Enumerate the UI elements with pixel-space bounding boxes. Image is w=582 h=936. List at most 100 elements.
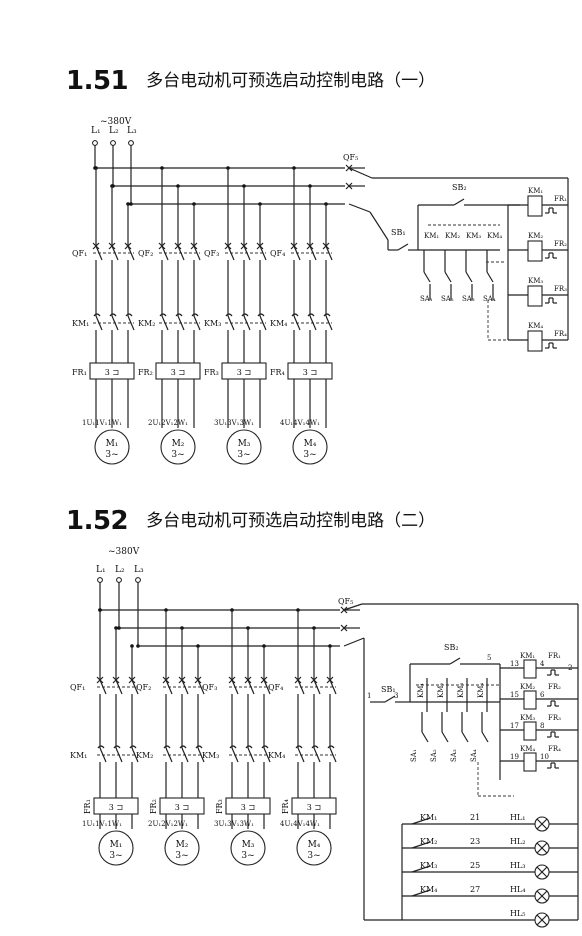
terminal bbox=[135, 577, 141, 583]
km-label: KM₁ bbox=[72, 319, 89, 328]
motor-terminals: 3U₁3V₁3W₁ bbox=[214, 419, 254, 427]
coil bbox=[527, 195, 543, 217]
indicator-hl-label: HL₅ bbox=[510, 909, 526, 918]
motor-circle bbox=[164, 830, 200, 866]
km-aux-label: KM₁ bbox=[424, 232, 439, 240]
line-label-3: L₃ bbox=[134, 565, 144, 575]
indicator-node: 27 bbox=[470, 885, 480, 894]
node-label: 2 bbox=[568, 664, 572, 672]
lamp-cross bbox=[536, 818, 548, 830]
thermal-relay-box bbox=[291, 797, 337, 815]
indicator-km-label: KM₃ bbox=[420, 861, 437, 870]
contact-blade bbox=[453, 198, 465, 206]
fr-nc-label: FR₁ bbox=[548, 652, 561, 660]
km-aux-label: KM₃ bbox=[457, 683, 465, 698]
coil bbox=[523, 752, 537, 772]
indicator-km-label: KM₄ bbox=[420, 885, 437, 894]
motor-phase: 3~ bbox=[307, 851, 320, 861]
contactor-arc bbox=[327, 745, 335, 749]
contactor-arc bbox=[159, 313, 167, 317]
contactor-arc bbox=[179, 745, 187, 749]
sb2-label: SB₂ bbox=[452, 183, 467, 192]
fr-nc-label: FR₂ bbox=[554, 240, 567, 248]
indicator-node: 21 bbox=[470, 813, 480, 822]
terminal bbox=[128, 140, 134, 146]
line-label-1: L₁ bbox=[91, 126, 101, 136]
fr-nc-label: FR₂ bbox=[548, 683, 561, 691]
fr-label: FR₄ bbox=[270, 368, 285, 377]
fr-mark: 3 ⊐ bbox=[307, 803, 321, 812]
indicator-node: 25 bbox=[470, 861, 480, 870]
indicator-hl-label: HL₄ bbox=[510, 885, 526, 894]
qf5-label: QF₅ bbox=[343, 153, 358, 162]
sa-blade bbox=[461, 731, 469, 743]
fr-nc-label: FR₁ bbox=[554, 195, 567, 203]
motor-terminals: 1U₁1V₁1W₁ bbox=[82, 820, 122, 828]
motor-phase: 3~ bbox=[171, 450, 184, 460]
sa-label: SA₁ bbox=[420, 295, 433, 303]
contactor-arc bbox=[191, 313, 199, 317]
contactor-arc bbox=[125, 313, 133, 317]
qf-label: QF₃ bbox=[204, 249, 219, 258]
indicator-hl-label: HL₂ bbox=[510, 837, 526, 846]
sb2-label: SB₂ bbox=[444, 643, 459, 652]
qf-label: QF₂ bbox=[136, 683, 151, 692]
coil-node: 15 bbox=[510, 691, 519, 699]
diagram-1-title: 多台电动机可预选启动控制电路（一） bbox=[146, 71, 436, 91]
coil-node: 13 bbox=[510, 660, 519, 668]
contactor-arc bbox=[129, 745, 137, 749]
motor-label: M₂ bbox=[172, 439, 185, 449]
line-label-1: L₁ bbox=[96, 565, 106, 575]
qf-label: QF₁ bbox=[72, 249, 87, 258]
km-aux-label: KM₂ bbox=[437, 683, 445, 698]
motor-label: M₁ bbox=[106, 439, 119, 449]
qf-label: QF₃ bbox=[202, 683, 217, 692]
thermal-relay-box bbox=[287, 362, 333, 380]
coil-node: 4 bbox=[540, 660, 545, 668]
coil-label: KM₁ bbox=[528, 187, 543, 195]
supply-voltage: ~380V bbox=[100, 117, 132, 127]
fr-mark: 3 ⊐ bbox=[109, 803, 123, 812]
fr-nc-label: FR₄ bbox=[548, 745, 561, 753]
contact-blade bbox=[384, 695, 396, 703]
km-label: KM₂ bbox=[136, 751, 153, 760]
qf5-label: QF₅ bbox=[338, 597, 353, 606]
contactor-arc bbox=[195, 745, 203, 749]
node-label: 3 bbox=[394, 692, 398, 700]
fr-nc-label: FR₄ bbox=[554, 330, 567, 338]
thermal-relay-box bbox=[93, 797, 139, 815]
km-aux-label: KM₄ bbox=[487, 232, 502, 240]
diagram-1-number: 1.51 bbox=[66, 66, 129, 96]
contactor-arc bbox=[225, 313, 233, 317]
sb1-label: SB₁ bbox=[391, 228, 406, 237]
contact-blade bbox=[449, 657, 461, 665]
coil-label: KM₂ bbox=[528, 232, 543, 240]
node-label: 1 bbox=[367, 692, 371, 700]
contactor-arc bbox=[291, 313, 299, 317]
thermal-relay-box bbox=[89, 362, 135, 380]
fr-label: FR₂ bbox=[149, 799, 158, 814]
contactor-arc bbox=[307, 313, 315, 317]
fr-mark: 3 ⊐ bbox=[105, 368, 119, 377]
qf5-blade bbox=[348, 167, 373, 179]
terminal bbox=[110, 140, 116, 146]
motor-phase: 3~ bbox=[237, 450, 250, 460]
supply-voltage: ~380V bbox=[108, 547, 140, 557]
lamp-cross bbox=[536, 890, 548, 902]
coil-label: KM₄ bbox=[528, 322, 543, 330]
contact-blade bbox=[411, 841, 431, 849]
sa-label: SA₃ bbox=[462, 295, 475, 303]
coil-label: KM₃ bbox=[528, 277, 543, 285]
km-label: KM₃ bbox=[202, 751, 219, 760]
contact-blade bbox=[397, 243, 409, 251]
contactor-arc bbox=[93, 313, 101, 317]
motor-phase: 3~ bbox=[109, 851, 122, 861]
contact-blade bbox=[411, 865, 431, 873]
motor-label: M₃ bbox=[242, 840, 255, 850]
coil-label: KM₄ bbox=[520, 745, 535, 753]
diagram-1-heading: 1.51 多台电动机可预选启动控制电路（一） bbox=[66, 66, 435, 96]
motor-circle bbox=[296, 830, 332, 866]
